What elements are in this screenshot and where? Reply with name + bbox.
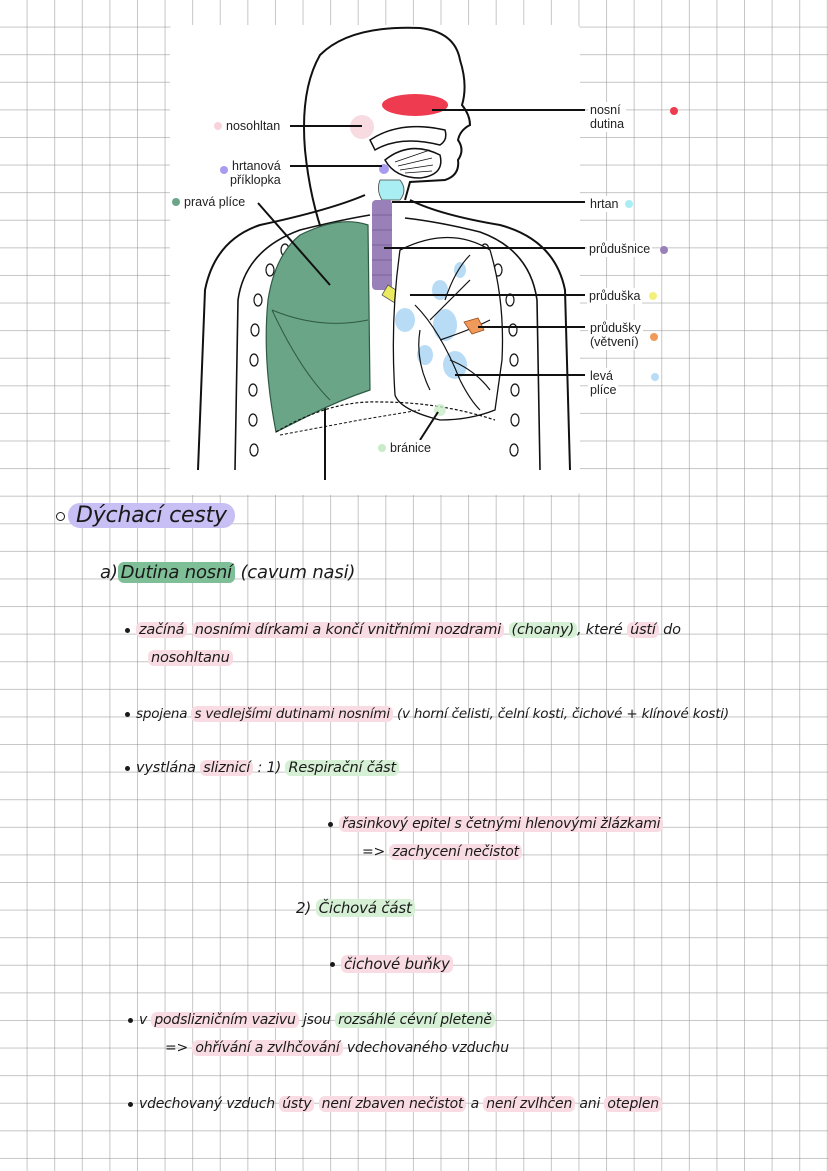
- arrow: =>: [362, 844, 386, 860]
- note-bullet-4-line2: => ohřívání a zvlhčování vdechovaného vz…: [165, 1040, 509, 1056]
- text: vdechovaný vzduch: [139, 1096, 275, 1112]
- note-bullet-3c: čichové buňky: [330, 955, 453, 973]
- bullet-icon: [328, 821, 333, 827]
- note-bullet-3b: 2) Čichová část: [296, 899, 415, 917]
- text: není zbaven nečistot: [318, 1096, 467, 1112]
- label-vetveni: (větvení): [588, 334, 641, 350]
- label-prudusnice: průdušnice: [587, 241, 653, 257]
- subsection-term: Dutina nosní: [117, 562, 235, 583]
- label-prava-plice: pravá plíce: [182, 194, 248, 210]
- text: Respirační část: [285, 760, 400, 776]
- text: rozsáhlé cévní pleteně: [335, 1012, 495, 1028]
- branice-color-dot: [378, 444, 386, 452]
- text: nosohltanu: [148, 650, 233, 666]
- label-nosohltan: nosohltan: [224, 118, 283, 134]
- text: podslizničním vazivu: [151, 1012, 299, 1028]
- label-branice: bránice: [388, 440, 433, 456]
- text: není zvlhčen: [483, 1096, 576, 1112]
- note-bullet-1-line2: nosohltanu: [148, 650, 233, 666]
- note-bullet-2: spojena s vedlejšími dutinami nosními (v…: [125, 706, 729, 722]
- title-text: Dýchací cesty: [68, 503, 235, 528]
- text: začíná: [136, 622, 188, 638]
- text: vystlána: [136, 760, 196, 776]
- text: ústí: [627, 622, 659, 638]
- respiratory-system-diagram: nosohltan nosní dutina hrtanová příklopk…: [170, 0, 678, 500]
- ring-bullet-icon: [56, 511, 65, 521]
- text: jsou: [302, 1012, 331, 1028]
- subsection-prefix: a): [100, 562, 118, 583]
- arrow: =>: [165, 1040, 189, 1056]
- text: v: [139, 1012, 148, 1028]
- label-hrtan: hrtan: [588, 196, 621, 212]
- text: zachycení nečistot: [389, 844, 522, 860]
- text: , které: [576, 622, 623, 638]
- text: s vedlejšími dutinami nosními: [191, 706, 393, 722]
- subsection-a: a)Dutina nosní (cavum nasi): [100, 562, 355, 583]
- bullet-icon: [125, 627, 130, 633]
- bullet-icon: [128, 1017, 133, 1023]
- note-bullet-3a-line2: => zachycení nečistot: [362, 844, 522, 860]
- note-bullet-3: vystlána sliznicí : 1) Respirační část: [125, 760, 400, 776]
- text: nosními dírkami a končí vnitřními nozdra…: [191, 622, 505, 638]
- text: ani: [579, 1096, 601, 1112]
- text: a: [470, 1096, 480, 1112]
- text: : 1): [257, 760, 282, 776]
- nosni-dutina-color-dot: [670, 107, 678, 115]
- text: (v horní čelisti, čelní kosti, čichové +…: [396, 706, 729, 722]
- nosohltan-color-dot: [214, 122, 222, 130]
- text: ohřívání a zvlhčování: [192, 1040, 343, 1056]
- section-title: Dýchací cesty: [56, 503, 235, 528]
- prudusky-color-dot: [650, 333, 658, 341]
- label-prudusky: průdušky: [588, 320, 643, 336]
- prava-plice-color-dot: [172, 198, 180, 206]
- anatomy-illustration: [197, 26, 585, 480]
- text: sliznicí: [200, 760, 254, 776]
- text: čichové buňky: [341, 955, 453, 973]
- label-priklopka: příklopka: [228, 172, 283, 188]
- bullet-icon: [128, 1101, 133, 1107]
- text: oteplen: [604, 1096, 662, 1112]
- label-nosni-dutina: nosní dutina: [588, 102, 627, 132]
- text: (choany): [508, 622, 577, 638]
- text: ústy: [279, 1096, 315, 1112]
- pruduska-color-dot: [649, 292, 657, 300]
- note-bullet-1: začíná nosními dírkami a končí vnitřními…: [125, 622, 681, 638]
- note-bullet-4: v podslizničním vazivu jsou rozsáhlé cév…: [128, 1012, 495, 1028]
- label-pruduska: průduška: [587, 288, 643, 304]
- leva-plice-color-dot: [651, 373, 659, 381]
- subsection-latin: (cavum nasi): [240, 562, 356, 583]
- hrtan-color-dot: [625, 200, 633, 208]
- text: do: [663, 622, 681, 638]
- hrtanova-priklopka-color-dot: [220, 166, 228, 174]
- bullet-icon: [330, 962, 335, 967]
- bullet-icon: [125, 711, 130, 717]
- text: spojena: [136, 706, 188, 722]
- text: 2): [296, 899, 311, 917]
- label-hrtanova: hrtanová: [230, 158, 283, 174]
- note-bullet-3a: řasinkový epitel s četnými hlenovými žlá…: [328, 816, 664, 832]
- prudusnice-color-dot: [660, 246, 668, 254]
- text: řasinkový epitel s četnými hlenovými žlá…: [339, 816, 664, 832]
- text: vdechovaného vzduchu: [346, 1040, 509, 1056]
- text: Čichová část: [315, 899, 415, 917]
- label-leva-plice: levá plíce: [588, 368, 619, 398]
- bullet-icon: [125, 765, 130, 771]
- note-bullet-5: vdechovaný vzduch ústy není zbaven nečis…: [128, 1096, 662, 1112]
